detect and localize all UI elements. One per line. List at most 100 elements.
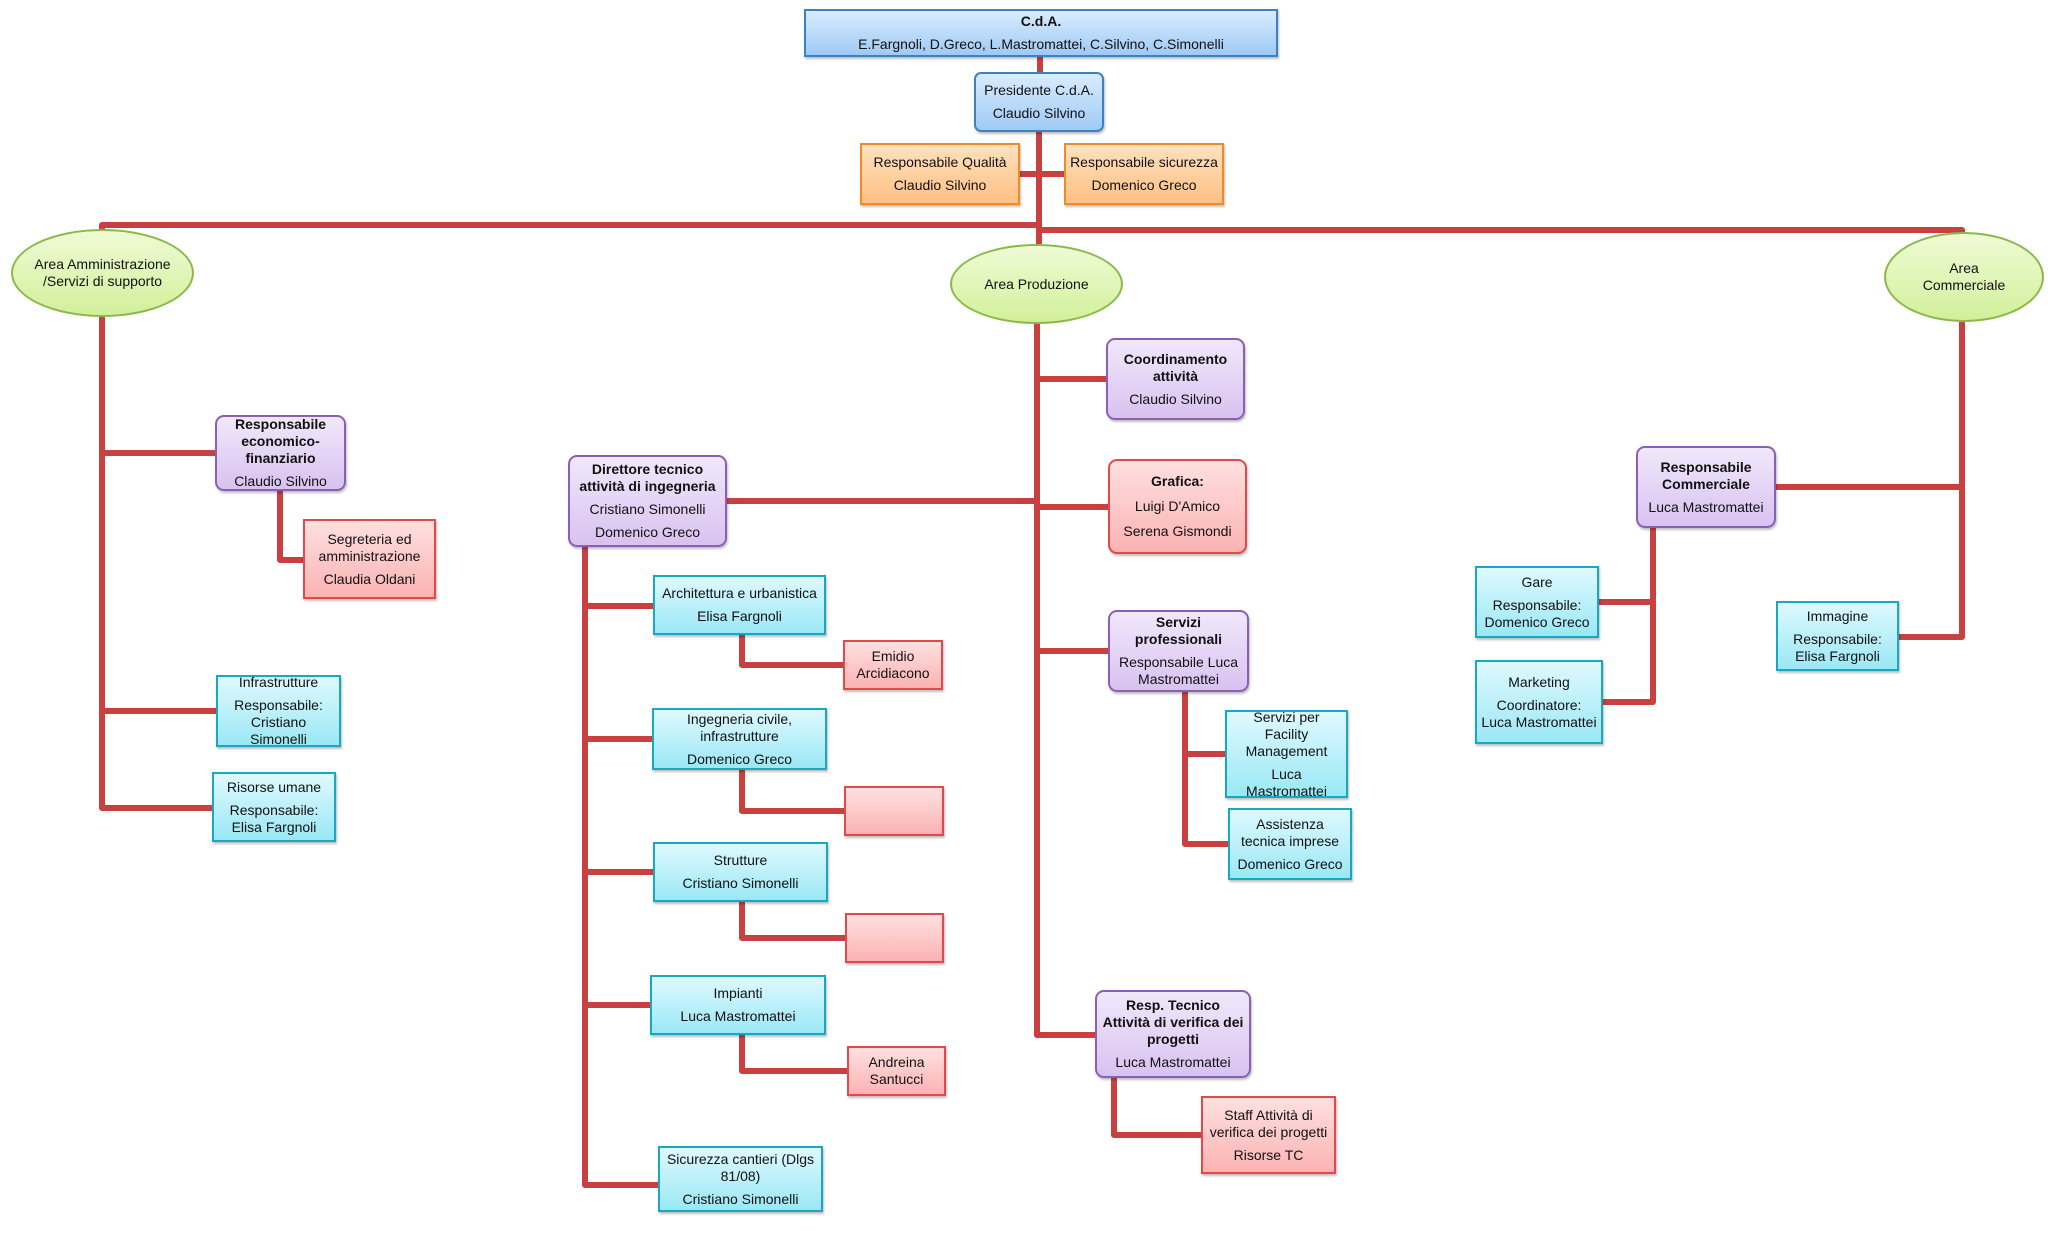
connector-manager-trunk [1603, 528, 1656, 705]
marketing-box[interactable]: Marketing Coordinatore: Luca Mastromatte… [1475, 660, 1603, 744]
technical-director-name-1: Cristiano Simonelli [589, 501, 706, 517]
graphics-role: Grafica: [1151, 473, 1204, 489]
technical-director-box[interactable]: Direttore tecnico attività di ingegneria… [568, 455, 727, 547]
architecture-box[interactable]: Architettura e urbanistica Elisa Fargnol… [653, 575, 826, 635]
connector-admin-trunk [99, 317, 212, 811]
site-safety-name: Cristiano Simonelli [682, 1190, 799, 1207]
plants-name: Luca Mastromattei [680, 1008, 796, 1024]
commercial-manager-box[interactable]: Responsabile Commerciale Luca Mastromatt… [1636, 446, 1776, 528]
finance-manager-role: Responsabile economico-finanziario [234, 416, 327, 466]
architecture-name: Elisa Fargnoli [697, 608, 782, 624]
hr-box[interactable]: Risorse umane Responsabile: Elisa Fargno… [212, 772, 336, 842]
board-of-directors[interactable]: C.d.A. E.Fargnoli, D.Greco, L.Mastromatt… [804, 9, 1278, 57]
technical-assistance-role: Assistenza tecnica imprese [1240, 815, 1340, 849]
facility-management-role: Servizi per Facility Management [1245, 708, 1328, 759]
facility-management-box[interactable]: Servizi per Facility Management Luca Mas… [1225, 708, 1348, 799]
site-safety-role: Sicurezza cantieri (Dlgs 81/08) [666, 1150, 815, 1184]
professional-services-role: Servizi professionali [1134, 614, 1223, 647]
image-name: Responsabile: Elisa Fargnoli [1793, 630, 1882, 664]
finance-manager-name: Claudio Silvino [234, 473, 327, 489]
president-box[interactable]: Presidente C.d.A. Claudio Silvino [974, 72, 1104, 132]
technical-director-role: Direttore tecnico attività di ingegneria [579, 461, 716, 494]
connector-commercial-trunk [1899, 322, 1965, 640]
area-commercial-label: Area Commerciale [1922, 260, 2006, 293]
connector-verification-to-staff [1111, 1078, 1201, 1138]
area-commercial[interactable]: Area Commerciale [1884, 232, 2044, 322]
marketing-role: Marketing [1508, 673, 1570, 690]
civil-engineering-role: Ingegneria civile, infrastrutture [686, 710, 793, 744]
area-administration[interactable]: Area Amministrazione /Servizi di support… [11, 229, 194, 317]
secretary-role: Segreteria ed amministrazione [318, 530, 421, 564]
connector-director-trunk [582, 547, 658, 1188]
graphics-box[interactable]: Grafica: Luigi D'Amico Serena Gismondi [1108, 459, 1247, 554]
commercial-manager-role: Responsabile Commerciale [1660, 458, 1752, 492]
connector-professional-trunk [1182, 692, 1228, 847]
plants-staff-box[interactable]: Andreina Santucci [847, 1046, 946, 1096]
infrastructure-name: Responsabile: Cristiano Simonelli [234, 697, 323, 747]
quality-manager-name: Claudio Silvino [893, 177, 987, 193]
connector-top-bus-right [1039, 227, 1965, 233]
connector-architecture-to-staff [739, 635, 843, 668]
tenders-name: Responsabile: Domenico Greco [1484, 596, 1590, 630]
tenders-role: Gare [1521, 573, 1553, 590]
image-role: Immagine [1806, 607, 1869, 624]
structures-box[interactable]: Strutture Cristiano Simonelli [653, 842, 828, 902]
structures-staff-box[interactable] [845, 913, 944, 963]
coordination-name: Claudio Silvino [1129, 390, 1222, 407]
president-role: Presidente C.d.A. [984, 82, 1094, 98]
secretary-name: Claudia Oldani [323, 570, 416, 587]
safety-manager-name: Domenico Greco [1091, 177, 1197, 193]
president-name: Claudio Silvino [992, 105, 1086, 121]
area-production-label: Area Produzione [984, 275, 1089, 292]
professional-services-name: Responsabile Luca Mastromattei [1118, 654, 1239, 687]
hr-name: Responsabile: Elisa Fargnoli [229, 801, 319, 835]
coordination-role: Coordinamento attività [1123, 350, 1228, 384]
connector-civil-to-staff [739, 770, 844, 814]
site-safety-box[interactable]: Sicurezza cantieri (Dlgs 81/08) Cristian… [658, 1146, 823, 1212]
structures-name: Cristiano Simonelli [682, 875, 799, 891]
civil-engineering-box[interactable]: Ingegneria civile, infrastrutture Domeni… [652, 708, 827, 770]
technical-director-name-2: Domenico Greco [594, 524, 701, 540]
secretary-box[interactable]: Segreteria ed amministrazione Claudia Ol… [303, 519, 436, 599]
verification-manager-role: Resp. Tecnico Attività di verifica dei p… [1102, 997, 1244, 1047]
professional-services-box[interactable]: Servizi professionali Responsabile Luca … [1108, 610, 1249, 692]
infrastructure-box[interactable]: Infrastrutture Responsabile: Cristiano S… [216, 674, 341, 747]
infrastructure-role: Infrastrutture [238, 674, 319, 690]
graphics-name-2: Serena Gismondi [1123, 523, 1232, 539]
technical-assistance-box[interactable]: Assistenza tecnica imprese Domenico Grec… [1228, 808, 1352, 880]
tenders-box[interactable]: Gare Responsabile: Domenico Greco [1475, 566, 1599, 638]
architecture-staff-name: Emidio Arcidiacono [856, 648, 930, 681]
plants-staff-name: Andreina Santucci [868, 1054, 925, 1087]
area-administration-label: Area Amministrazione /Servizi di support… [34, 256, 171, 289]
verification-staff-name: Risorse TC [1233, 1146, 1304, 1163]
verification-manager-name: Luca Mastromattei [1115, 1054, 1231, 1070]
quality-manager-role: Responsabile Qualità [873, 154, 1007, 170]
verification-staff-role: Staff Attività di verifica dei progetti [1209, 1106, 1328, 1140]
safety-manager-role: Responsabile sicurezza [1070, 154, 1218, 170]
finance-manager-box[interactable]: Responsabile economico-finanziario Claud… [215, 415, 346, 491]
connector-structures-to-staff [739, 902, 845, 941]
plants-role: Impianti [713, 985, 763, 1001]
board-members: E.Fargnoli, D.Greco, L.Mastromattei, C.S… [858, 36, 1224, 52]
connector-plants-to-staff [739, 1035, 847, 1074]
structures-role: Strutture [713, 852, 768, 868]
image-box[interactable]: Immagine Responsabile: Elisa Fargnoli [1776, 601, 1899, 671]
facility-management-name: Luca Mastromattei [1246, 765, 1327, 799]
commercial-manager-name: Luca Mastromattei [1648, 498, 1764, 515]
connector-production-trunk [1034, 324, 1095, 1038]
quality-manager-box[interactable]: Responsabile Qualità Claudio Silvino [860, 143, 1020, 205]
plants-box[interactable]: Impianti Luca Mastromattei [650, 975, 826, 1035]
area-production[interactable]: Area Produzione [950, 244, 1123, 324]
safety-manager-box[interactable]: Responsabile sicurezza Domenico Greco [1064, 143, 1224, 205]
architecture-role: Architettura e urbanistica [662, 585, 817, 601]
graphics-name-1: Luigi D'Amico [1134, 498, 1221, 514]
verification-staff-box[interactable]: Staff Attività di verifica dei progetti … [1201, 1096, 1336, 1174]
architecture-staff-box[interactable]: Emidio Arcidiacono [843, 640, 943, 690]
hr-role: Risorse umane [226, 778, 322, 795]
connector-finance-to-secretary [277, 491, 303, 563]
civil-engineering-name: Domenico Greco [686, 750, 793, 767]
civil-engineering-staff-box[interactable] [844, 786, 944, 836]
verification-manager-box[interactable]: Resp. Tecnico Attività di verifica dei p… [1095, 990, 1251, 1078]
coordination-box[interactable]: Coordinamento attività Claudio Silvino [1106, 338, 1245, 420]
